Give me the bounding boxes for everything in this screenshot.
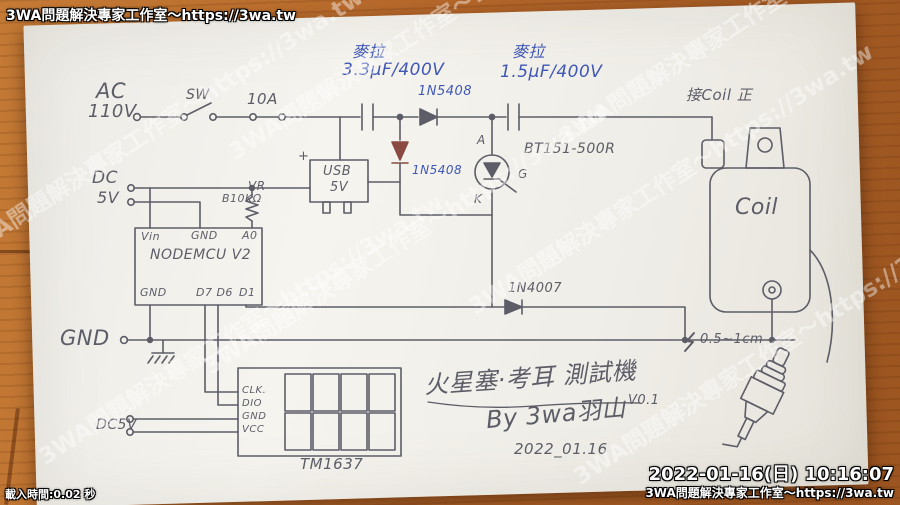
diode3-label: 1N4007 (508, 281, 563, 296)
mcu-pin-a0: A0 (242, 229, 258, 242)
mcu-name: NODEMCU V2 (150, 247, 252, 263)
mcu-pin-gnd-bottom: GND (140, 286, 167, 299)
scr-gate-label: G (518, 167, 528, 181)
dc-label-line2: 5V (97, 188, 120, 207)
switch-sw (180, 102, 250, 122)
drawing-version: V0.1 (628, 393, 660, 408)
overlay-timestamp: 2022-01-16(日) 10:16:07 (648, 464, 894, 485)
usb-label-line1: USB (323, 164, 352, 179)
mcu-pin-vin: Vin (141, 230, 161, 243)
overlay-top-left-credit: 3WA問題解決專家工作室～https://3wa.tw (6, 8, 296, 24)
cap2-value-label: 1.5μF/400V (500, 62, 603, 82)
coil-connect-label: 接Coil 正 (686, 86, 753, 104)
diode2-label: 1N5408 (412, 163, 463, 177)
cap2-type-label: 麥拉 (512, 42, 546, 61)
ac-label-line2: 110V (88, 101, 137, 122)
fuse-10a (249, 113, 361, 122)
coil-label: Coil (735, 195, 779, 220)
tm1637-pin-clk: CLK. (242, 385, 267, 396)
scr-anode-label: A (477, 133, 486, 147)
diode-1n4007-symbol (245, 299, 686, 341)
overlay-load-time: 載入時間:0.02 秒 (5, 488, 96, 501)
display-wires (126, 304, 239, 436)
ground-bus (119, 304, 796, 364)
spark-plug-drawing (722, 347, 790, 448)
ac-label-line1: AC (96, 79, 127, 103)
tm1637-pin-vcc: VCC (242, 424, 265, 435)
overlay-bottom-right-credit: 3WA問題解決專家工作室～https://3wa.tw (645, 486, 894, 500)
tm1637-pin-dio: DIO (242, 398, 263, 409)
scr-bt151-symbol (474, 113, 517, 308)
tm1637-module-outline (237, 367, 402, 457)
usb-label-line2: 5V (330, 180, 349, 195)
tm1637-name: TM1637 (300, 455, 364, 473)
cap1-value-label: 3.3μF/400V (342, 60, 445, 80)
vr-potentiometer-symbol (245, 184, 259, 229)
dc5v-input-terminals (127, 184, 311, 229)
tm1637-pin-gnd: GND (242, 411, 267, 422)
capacitor-1u5-symbol (507, 103, 713, 131)
usb-plus-label: + (298, 149, 310, 164)
gnd-label: GND (60, 326, 110, 350)
cap1-type-label: 麥拉 (352, 42, 386, 61)
scr-cathode-label: K (474, 192, 483, 206)
capacitor-3u3-symbol (361, 103, 419, 131)
spark-gap-label: 0.5~1cm (700, 332, 764, 347)
scr-part-label: BT151-500R (524, 141, 616, 157)
dc5v-label: DC5V (96, 417, 138, 433)
ignition-coil-drawing (701, 116, 834, 363)
ac-terminal (132, 112, 181, 122)
mcu-pin-d7d6: D7 D6 (196, 286, 233, 299)
mcu-pin-gnd-top: GND (191, 229, 218, 242)
fuse-label: 10A (247, 90, 278, 108)
drawing-date: 2022_01.16 (514, 440, 608, 458)
mcu-pin-d1: D1 (239, 286, 256, 299)
title-underline (427, 401, 641, 408)
nodemcu-board-outline (134, 227, 263, 306)
switch-label: SW (186, 87, 210, 103)
vr-label-line1: VR (248, 179, 266, 193)
vr-label-line2: B10KΩ (222, 192, 262, 205)
dc-label-line1: DC (92, 168, 118, 188)
diode1-label: 1N5408 (418, 84, 473, 99)
usb-power-block (309, 116, 401, 214)
diode-1n5408-shunt-symbol (391, 113, 493, 216)
spark-gap-arrow (684, 332, 695, 352)
